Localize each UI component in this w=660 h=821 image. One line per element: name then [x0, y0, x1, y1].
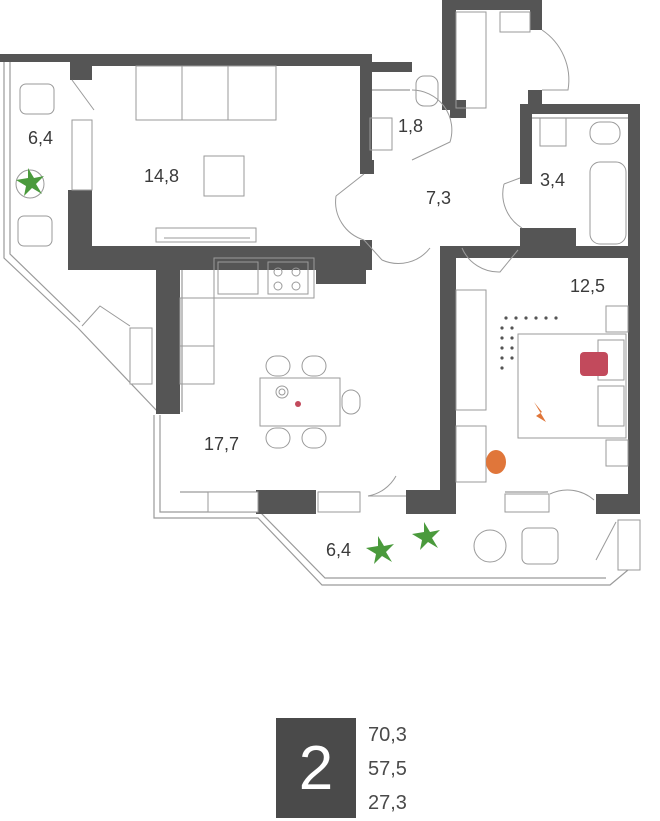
area-label-balcony-bottom: 6,4 — [326, 540, 351, 560]
other-area: 27,3 — [368, 792, 407, 814]
area-label-wc: 1,8 — [398, 116, 423, 136]
area-label-bedroom: 12,5 — [570, 276, 605, 296]
area-list: 70,3 57,5 27,3 — [368, 718, 407, 820]
area-label-balcony-left: 6,4 — [28, 128, 53, 148]
area-label-bathroom: 3,4 — [540, 170, 565, 190]
room-count-badge: 2 — [276, 718, 356, 818]
area-label-living: 14,8 — [144, 166, 179, 186]
area-label-kitchen: 17,7 — [204, 434, 239, 454]
total-area: 70,3 — [368, 724, 407, 746]
area-label-hall: 7,3 — [426, 188, 451, 208]
living-area: 57,5 — [368, 758, 407, 780]
summary-panel: 2 70,3 57,5 27,3 — [276, 718, 456, 818]
